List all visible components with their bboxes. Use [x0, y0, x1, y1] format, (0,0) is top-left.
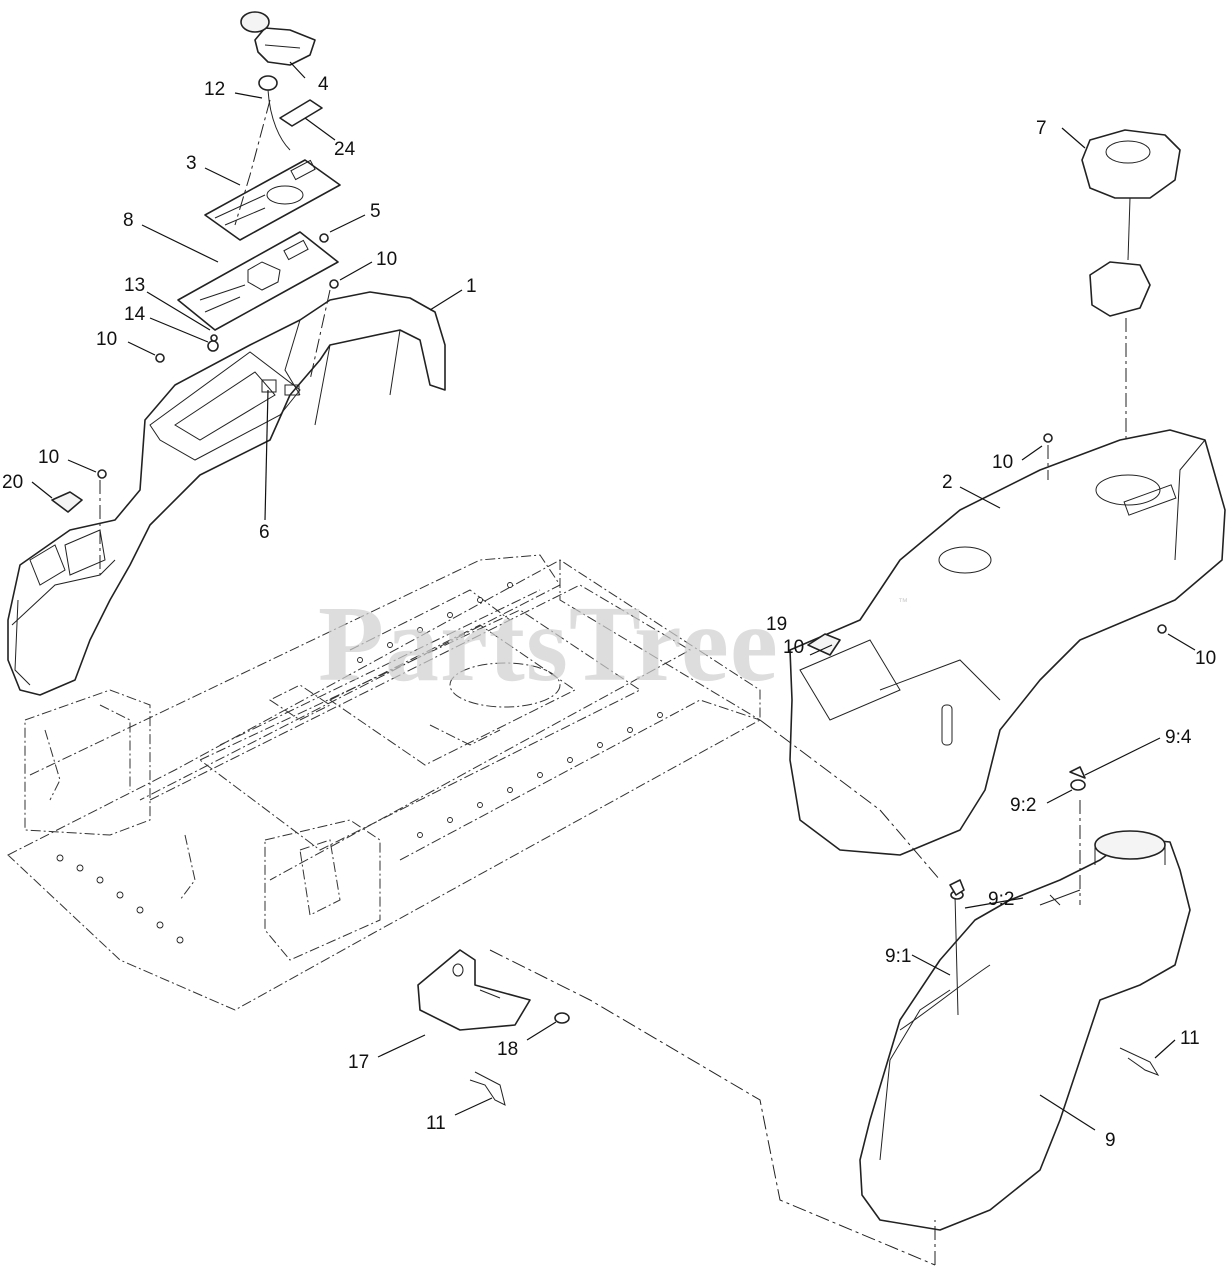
chassis-frame — [7, 554, 761, 1011]
callout-5: 5 — [370, 201, 381, 222]
front-brackets — [24, 689, 381, 961]
part-20-pad — [51, 491, 83, 513]
callouts: 4 12 24 3 8 5 10 1 13 14 10 10 20 6 7 10… — [2, 74, 1216, 1151]
callout-11-right: 11 — [1180, 1028, 1200, 1049]
callout-2: 2 — [942, 472, 953, 493]
callout-19: 19 — [766, 614, 787, 635]
part-7-fuel-cap — [1081, 129, 1181, 317]
callout-10-mid: 10 — [38, 447, 59, 468]
part-18-screw — [554, 1012, 570, 1024]
callout-13: 13 — [124, 275, 145, 296]
callout-10-right-top: 10 — [992, 452, 1013, 473]
leader-lines — [31, 61, 1196, 1131]
callout-14: 14 — [124, 304, 146, 325]
callout-1: 1 — [466, 276, 477, 297]
callout-9: 9 — [1105, 1130, 1116, 1151]
part-4-knob-assembly — [240, 11, 316, 66]
callout-10-right: 10 — [1195, 648, 1216, 669]
part-17-bracket — [417, 949, 531, 1031]
callout-24: 24 — [334, 139, 356, 160]
assembly-lines — [99, 99, 1127, 1266]
part-2-right-fender — [789, 429, 1226, 856]
svg-text:™: ™ — [898, 597, 908, 608]
callout-8: 8 — [123, 210, 134, 231]
part-24-decal — [279, 99, 323, 127]
callout-12: 12 — [204, 79, 225, 100]
part-12-rod — [258, 75, 291, 151]
callout-7: 7 — [1036, 118, 1047, 139]
watermark: PartsTree ™ — [318, 585, 908, 704]
callout-10-right-mid: 10 — [783, 637, 804, 658]
part-11-clips — [469, 1047, 1160, 1106]
part-9-fuel-tank — [859, 830, 1191, 1231]
callout-6: 6 — [259, 522, 270, 543]
callout-20: 20 — [2, 472, 23, 493]
callout-9-1: 9:1 — [885, 946, 911, 967]
callout-4: 4 — [318, 74, 329, 95]
callout-10-left: 10 — [96, 329, 117, 350]
callout-11-left: 11 — [426, 1113, 446, 1134]
callout-10-top: 10 — [376, 249, 397, 270]
part-19-pad — [807, 633, 841, 656]
part-1-left-fender — [7, 291, 446, 696]
callout-9-4: 9:4 — [1165, 727, 1192, 748]
callout-3: 3 — [186, 153, 197, 174]
callout-18: 18 — [497, 1039, 518, 1060]
callout-17: 17 — [348, 1052, 369, 1073]
part-8-control-plate — [177, 231, 339, 331]
part-3-decal-plate — [204, 159, 341, 241]
callout-9-2-upper: 9:2 — [1010, 795, 1036, 816]
callout-9-2-lower: 9:2 — [988, 889, 1014, 910]
svg-text:PartsTree: PartsTree — [318, 585, 779, 704]
part-9-fittings — [949, 766, 1086, 1016]
